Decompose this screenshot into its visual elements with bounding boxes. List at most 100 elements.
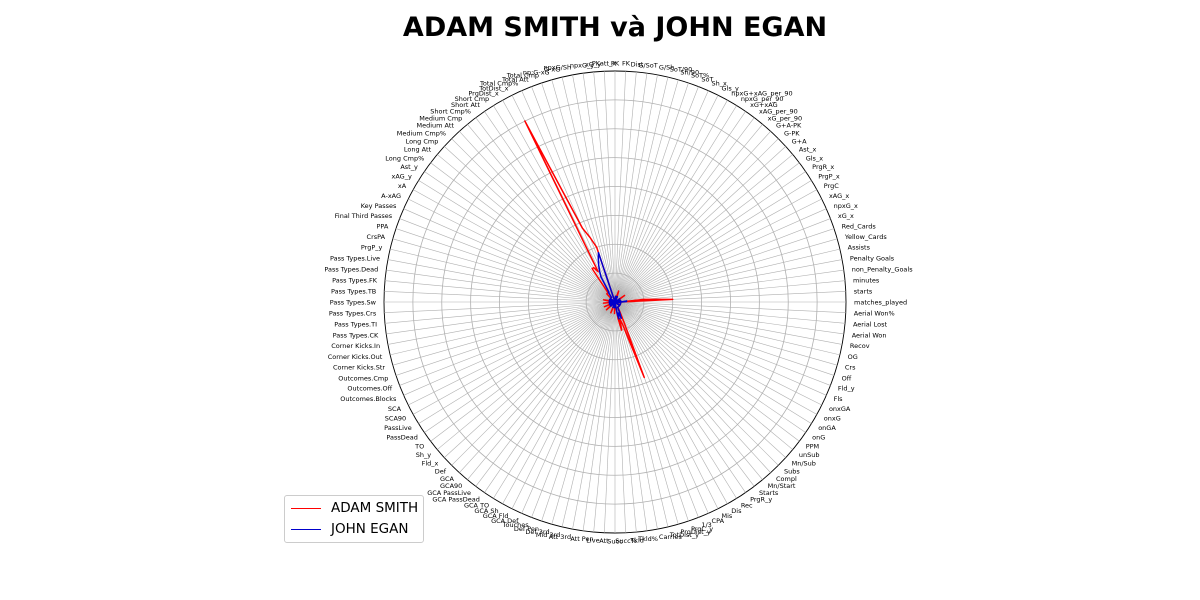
spoke-label: Att: [599, 537, 609, 545]
radar-spoke: [614, 124, 763, 303]
radar-spoke: [572, 74, 616, 303]
spoke-label: PrgP_x: [818, 172, 840, 180]
spoke-label: TotDist_x: [478, 84, 508, 92]
radar-spoke: [484, 301, 616, 493]
spoke-label: GCA Sh: [474, 507, 498, 515]
spoke-label: PrgR_x: [812, 163, 834, 171]
radar-spoke: [387, 259, 616, 303]
radar-spoke: [444, 301, 616, 458]
series-line-2: [597, 251, 628, 320]
spoke-label: Aerial Won: [852, 331, 887, 339]
spoke-label: Fld_x: [422, 459, 439, 467]
spoke-label: onG: [812, 433, 825, 441]
radar-spoke: [614, 301, 846, 313]
spoke-label: Yellow_Cards: [844, 233, 887, 241]
spoke-label: Corner Kicks.Out: [328, 353, 383, 361]
radar-spoke: [614, 138, 779, 303]
radar-spoke: [614, 301, 822, 406]
spoke-label: Dis: [731, 507, 742, 515]
radar-spoke: [614, 301, 771, 473]
radar-spoke: [614, 218, 831, 303]
radar-spoke: [614, 301, 737, 499]
radar-spoke: [614, 82, 689, 303]
radar-spoke: [614, 100, 728, 303]
spoke-label: Live: [586, 536, 599, 544]
radar-spoke: [531, 86, 616, 303]
radar-spoke: [614, 95, 719, 303]
radar-spoke: [502, 301, 616, 504]
radar-spoke: [614, 301, 843, 345]
radar-spoke: [614, 301, 746, 493]
spoke-label: Pass Types.Live: [330, 254, 380, 262]
spoke-label: xA: [398, 182, 407, 190]
radar-spoke: [614, 301, 679, 525]
radar-spoke: [614, 90, 709, 303]
radar-spoke: [399, 218, 616, 303]
spoke-label: Ast_x: [799, 146, 817, 154]
radar-spoke: [614, 301, 838, 366]
spoke-label: PrgC_y: [691, 525, 713, 533]
radar-spoke: [614, 105, 737, 303]
radar-spoke: [451, 138, 616, 303]
spoke-label: np:G-xG: [523, 68, 550, 76]
radar-spoke: [424, 301, 616, 433]
spoke-label: Key Passes: [361, 202, 397, 210]
spoke-label: FK: [622, 60, 631, 68]
spoke-label: PrgR_y: [750, 495, 772, 503]
radar-spoke: [614, 301, 817, 415]
radar-series: [524, 120, 674, 379]
spoke-label: xG_x: [838, 212, 854, 220]
spoke-label: G-xG: [544, 66, 560, 74]
spoke-label: Long Cmp: [406, 137, 439, 145]
spoke-label: SoT%: [691, 72, 709, 80]
spoke-label: PK: [611, 59, 620, 67]
radar-spoke: [614, 301, 793, 450]
legend-label-series-1: ADAM SMITH: [331, 500, 419, 516]
spoke-label: Ast_y: [400, 163, 418, 171]
radar-spoke: [467, 124, 616, 303]
radar-spoke: [521, 301, 616, 514]
radar-spoke: [614, 238, 838, 303]
spoke-label: Final Third Passes: [335, 212, 393, 220]
spoke-label: xG_per_90: [768, 114, 802, 122]
spoke-label: GCA Fld: [483, 512, 509, 520]
spoke-label: Pass Types.TB: [331, 287, 376, 295]
spoke-label: xAG_y: [391, 172, 411, 180]
radar-spoke: [614, 180, 812, 303]
spoke-label: PrgC: [824, 182, 839, 190]
spoke-label: TO: [414, 442, 424, 450]
radar-spoke: [459, 301, 616, 473]
spoke-label: Total Att: [501, 75, 529, 83]
spoke-label: SCA90: [385, 415, 406, 423]
chart-title: ADAM SMITH và JOHN EGAN: [402, 12, 828, 43]
spoke-label: npxG_y: [570, 62, 594, 70]
radar-spoke: [614, 198, 822, 303]
radar-spoke: [395, 301, 616, 376]
spoke-label: Touches: [502, 521, 530, 529]
spoke-label: Aerial Won%: [854, 309, 895, 317]
radar-spoke: [551, 301, 616, 525]
radar-spoke: [614, 301, 699, 518]
radar-spoke: [413, 301, 616, 415]
spoke-label: OG: [848, 353, 858, 361]
radar-spoke: [444, 146, 616, 303]
radar-spoke: [614, 228, 835, 303]
radar-spoke: [403, 208, 616, 303]
radar-spoke: [437, 154, 616, 303]
radar-spoke: [582, 73, 616, 303]
radar-spoke: [604, 301, 616, 533]
radar-spoke: [430, 301, 616, 442]
spoke-label: Pass Types.TI: [334, 320, 377, 328]
spoke-label: Corner Kicks.Str: [333, 364, 385, 372]
radar-spoke: [614, 154, 793, 303]
radar-spoke: [399, 301, 616, 386]
radar-spoke: [614, 301, 763, 480]
spoke-label: Crs: [845, 364, 856, 372]
radar-spoke: [475, 117, 616, 303]
radar-spoke: [386, 301, 616, 335]
radar-spoke: [614, 301, 779, 466]
radar-spoke: [593, 301, 616, 533]
spoke-label: xG+xAG: [750, 101, 778, 109]
radar-spoke: [395, 228, 616, 303]
radar-spoke: [387, 301, 616, 345]
